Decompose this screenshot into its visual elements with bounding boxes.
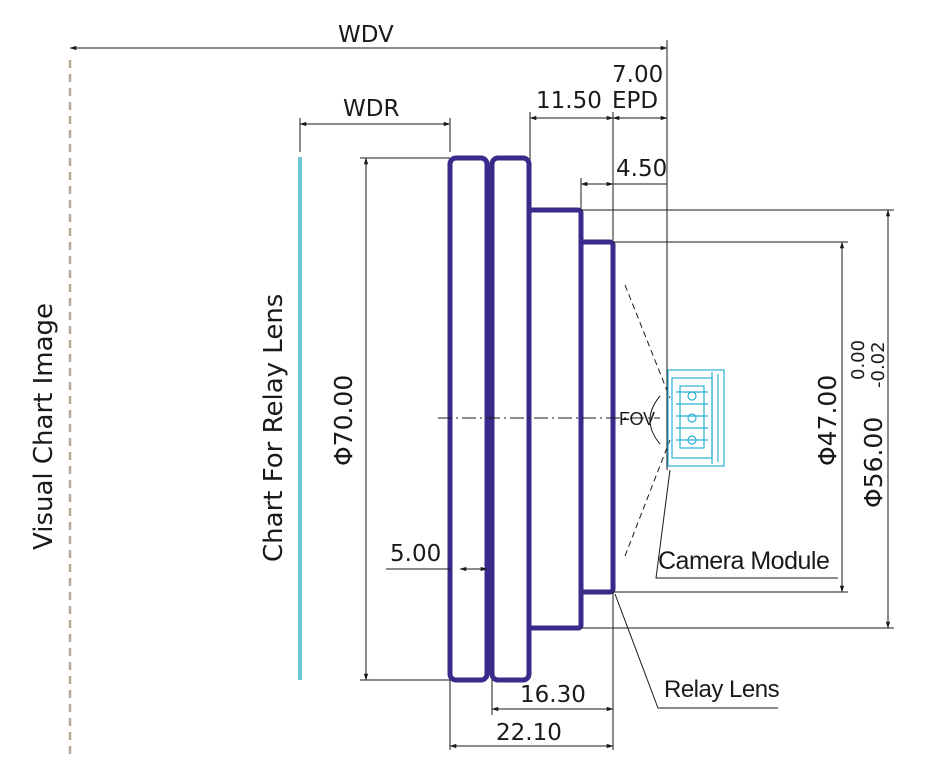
phi70-label: Φ70.00	[329, 375, 358, 466]
dim-22-10-label: 22.10	[496, 720, 562, 746]
camera-module-label: Camera Module	[658, 547, 829, 575]
dim-4-50-label: 4.50	[616, 156, 667, 182]
relay-chart-label: Chart For Relay Lens	[259, 294, 289, 562]
tolerance-lower: -0.02	[868, 341, 889, 388]
fov-arc	[649, 395, 661, 445]
relay-lens-leader	[614, 593, 778, 709]
wdr-label: WDR	[343, 96, 399, 122]
dim-16-30-label: 16.30	[520, 682, 586, 708]
epd-text-label: EPD	[612, 88, 658, 114]
lens-barrel-front	[578, 239, 616, 595]
fov-ray-upper	[624, 284, 671, 399]
epd-value-label: 7.00	[612, 62, 663, 88]
relay-lens-label: Relay Lens	[664, 676, 780, 703]
fov-label: FOV	[619, 409, 655, 429]
tolerance-upper: 0.00	[848, 340, 869, 380]
lens-barrel-mid	[526, 207, 584, 631]
visual-chart-label: Visual Chart Image	[29, 303, 59, 550]
lens-element-2	[489, 155, 532, 683]
dim-5-00-label: 5.00	[390, 541, 441, 567]
fov-ray-lower	[624, 439, 671, 557]
phi47-label: Φ47.00	[813, 375, 842, 466]
camera-module-drawing	[667, 369, 725, 467]
wdv-label: WDV	[338, 22, 394, 48]
dim-11-50-label: 11.50	[536, 88, 602, 114]
camera-module-leader	[655, 469, 838, 579]
phi56-label: Φ56.00	[859, 417, 888, 508]
lens-element-1	[447, 155, 490, 683]
